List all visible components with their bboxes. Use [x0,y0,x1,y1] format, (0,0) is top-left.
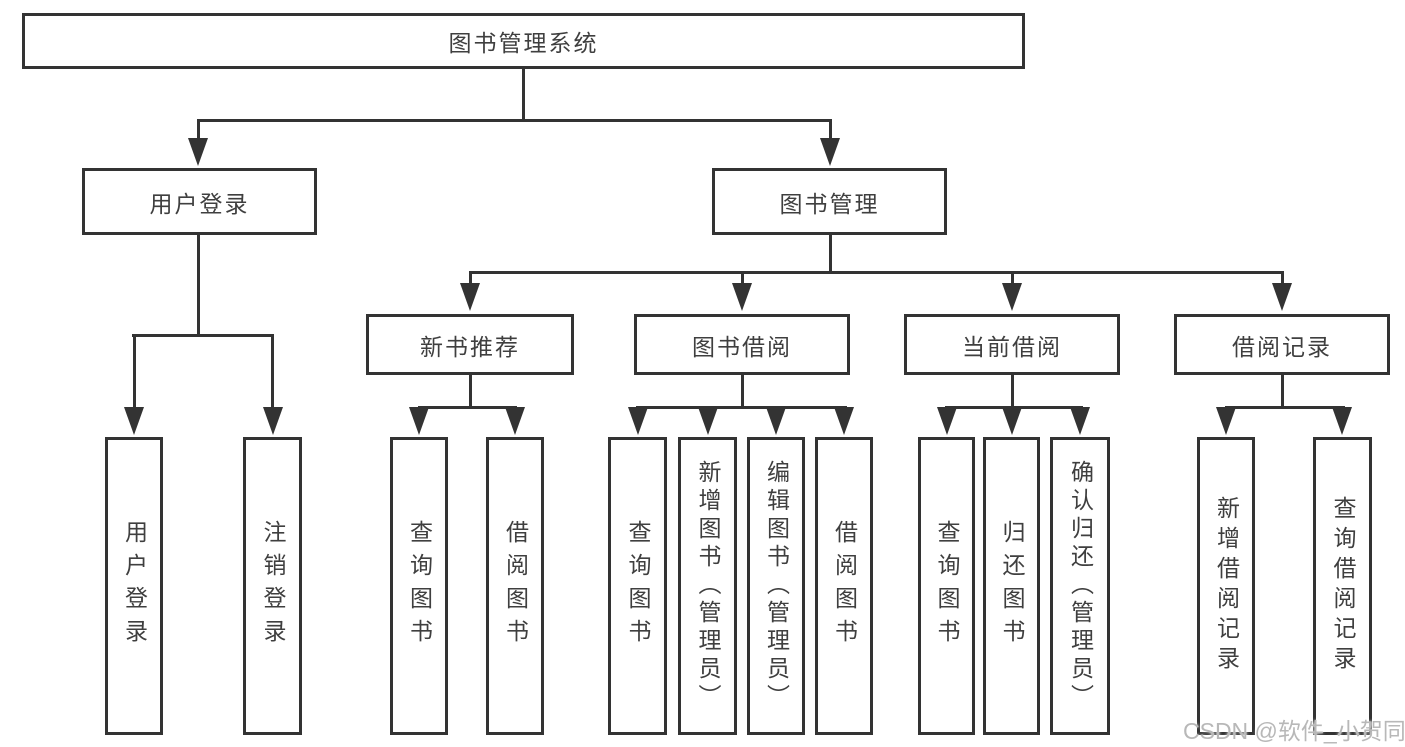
connector-line [196,118,832,122]
node-label: 图书管理 [779,190,880,217]
arrowhead-down [188,138,208,166]
node-label: 借阅图书 [502,520,529,652]
node-book-management: 图书管理 [712,168,947,235]
connector-line [828,120,832,140]
node-book-borrow: 图书借阅 [634,314,850,375]
node-label: 用户登录 [121,520,148,652]
arrowhead-down [834,407,854,435]
arrowhead-down [1216,407,1236,435]
arrowhead-down [409,407,429,435]
leaf-user-login: 用户登录 [105,437,163,735]
leaf-query-books-borrow: 查询图书 [608,437,667,735]
node-label: 查询图书 [406,520,433,652]
leaf-query-borrow-record: 查询借阅记录 [1313,437,1372,735]
connector-line [417,405,517,409]
node-label: 新增图书（管理员） [695,460,721,712]
connector-line [468,270,1284,274]
connector-line [1010,375,1014,407]
arrowhead-down [1070,407,1090,435]
arrowhead-down [697,407,718,435]
node-label: 确认归还（管理员） [1067,460,1094,712]
connector-line [1224,405,1345,409]
arrowhead-down [124,407,144,435]
connector-line [521,69,525,120]
node-label: 用户登录 [149,190,250,217]
arrowhead-down [1272,283,1292,311]
node-label: 归还图书 [999,520,1025,652]
connector-line [1280,272,1284,284]
node-label: 查询图书 [625,520,651,652]
node-label: 编辑图书（管理员） [763,460,790,712]
connector-line [1010,272,1014,284]
leaf-confirm-return-admin: 确认归还（管理员） [1050,437,1110,735]
leaf-add-borrow-record: 新增借阅记录 [1197,437,1255,735]
leaf-borrow-books: 借阅图书 [815,437,873,735]
node-user-login: 用户登录 [82,168,317,235]
watermark: CSDN @软件_小贺同学 [1183,718,1405,744]
connector-line [740,375,744,407]
node-label: 借阅图书 [831,520,858,652]
node-label: 注销登录 [260,520,286,652]
node-label: 查询图书 [934,520,960,652]
leaf-borrow-books-recommend: 借阅图书 [486,437,544,735]
connector-line [132,333,274,337]
connector-line [740,272,744,284]
node-label: 当前借阅 [962,333,1062,360]
arrowhead-down [1002,283,1022,311]
leaf-edit-book-admin: 编辑图书（管理员） [747,437,805,735]
leaf-query-books-recommend: 查询图书 [390,437,448,735]
arrowhead-down [820,138,840,166]
arrowhead-down [1332,407,1352,435]
arrowhead-down [936,407,957,435]
node-borrow-records: 借阅记录 [1174,314,1390,375]
connector-line [635,405,847,409]
node-label: 借阅记录 [1232,333,1332,360]
node-current-borrow: 当前借阅 [904,314,1120,375]
connector-line [468,375,472,407]
connector-line [828,235,832,273]
connector-line [132,335,136,409]
node-label: 图书借阅 [692,333,792,360]
arrowhead-down [732,283,752,311]
arrowhead-down [766,407,786,435]
node-label: 图书管理系统 [448,30,599,56]
connector-line [468,272,472,284]
connector-line [271,335,274,409]
node-label: 查询借阅记录 [1330,496,1356,676]
node-new-book-recommend: 新书推荐 [366,314,574,375]
arrowhead-down [627,407,648,435]
connector-line [196,235,200,336]
node-label: 新增借阅记录 [1213,496,1240,676]
arrowhead-down [262,407,283,435]
leaf-add-book-admin: 新增图书（管理员） [678,437,737,735]
node-label: 新书推荐 [420,333,520,360]
leaf-query-books-current: 查询图书 [918,437,975,735]
connector-line [196,120,200,140]
leaf-logout: 注销登录 [243,437,302,735]
connector-line [1280,375,1284,407]
arrowhead-down [505,407,525,435]
arrowhead-down [1001,407,1022,435]
leaf-return-book: 归还图书 [983,437,1040,735]
node-root: 图书管理系统 [22,13,1025,69]
arrowhead-down [460,283,480,311]
